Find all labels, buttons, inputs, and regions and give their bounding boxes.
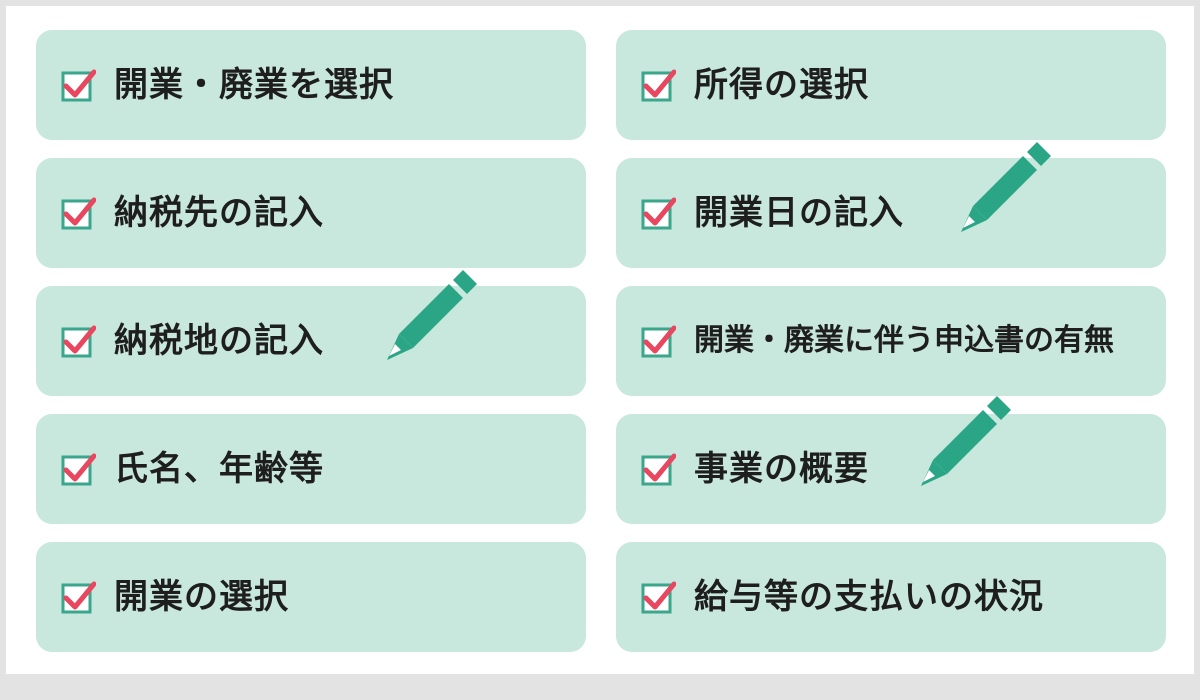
pencil-icon: [921, 396, 1011, 486]
checked-box-icon: [61, 581, 96, 614]
checklist-item-label: 事業の概要: [694, 449, 869, 489]
checklist-item-label: 納税地の記入: [114, 321, 324, 361]
checklist-item: 氏名、年齢等: [36, 414, 586, 524]
checklist-item: 開業・廃業を選択: [36, 30, 586, 140]
checklist-item: 開業の選択: [36, 542, 586, 652]
checklist-item: 開業・廃業に伴う申込書の有無: [616, 286, 1166, 396]
checklist-item: 開業日の記入: [616, 158, 1166, 268]
checklist-item-label: 氏名、年齢等: [114, 449, 324, 489]
checklist-item: 給与等の支払いの状況: [616, 542, 1166, 652]
checklist-item-label: 開業・廃業に伴う申込書の有無: [694, 323, 1114, 358]
checklist-item: 所得の選択: [616, 30, 1166, 140]
checked-box-icon: [641, 453, 676, 486]
checklist-item-label: 開業・廃業を選択: [114, 65, 394, 105]
checklist-panel: 開業・廃業を選択 納税先の記入 納税地の記入 氏名、年齢等 開業の選択: [6, 6, 1194, 674]
checklist-item: 事業の概要: [616, 414, 1166, 524]
checklist-item-label: 納税先の記入: [114, 193, 324, 233]
pencil-icon: [387, 270, 477, 360]
checked-box-icon: [641, 325, 676, 358]
checked-box-icon: [641, 197, 676, 230]
checklist-item: 納税先の記入: [36, 158, 586, 268]
checklist-item-label: 所得の選択: [694, 65, 869, 105]
checked-box-icon: [61, 69, 96, 102]
pencil-icon: [961, 142, 1051, 232]
checked-box-icon: [61, 197, 96, 230]
checklist-item-label: 給与等の支払いの状況: [694, 577, 1044, 617]
checklist-item: 納税地の記入: [36, 286, 586, 396]
checked-box-icon: [641, 581, 676, 614]
checked-box-icon: [61, 453, 96, 486]
checklist-item-label: 開業日の記入: [694, 193, 904, 233]
checklist-item-label: 開業の選択: [114, 577, 289, 617]
checked-box-icon: [641, 69, 676, 102]
checked-box-icon: [61, 325, 96, 358]
